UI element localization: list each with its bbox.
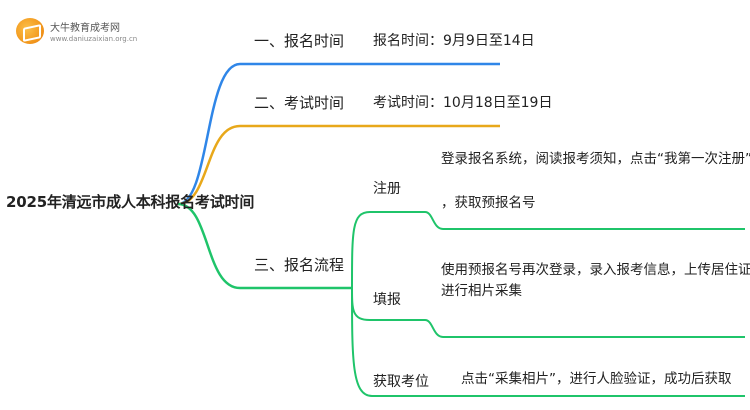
branch-detail-exam-time: 考试时间：10月18日至19日 xyxy=(373,95,553,111)
open-book-icon xyxy=(16,18,44,44)
site-logo: 大牛教育成考网 www.daniuzaixian.org.cn xyxy=(16,14,138,54)
branch-title-registration-time: 一、报名时间 xyxy=(254,32,345,50)
step-detail-fill-in-line-1: 使用预报名号再次登录，录入报考信息，上传居住证附件，填报志愿， xyxy=(441,262,750,278)
connector-step-1-detail xyxy=(424,211,745,230)
connector-branch-2 xyxy=(177,124,500,206)
step-name-get-seat: 获取考位 xyxy=(373,374,429,390)
step-detail-fill-in-line-2: 进行相片采集 xyxy=(441,283,522,299)
connector-step-3 xyxy=(351,287,745,397)
branch-title-registration-process: 三、报名流程 xyxy=(254,256,345,274)
step-detail-get-seat-line-1: 点击“采集相片”，进行人脸验证，成功后获取 xyxy=(461,371,732,387)
connector-branch-1 xyxy=(177,62,500,206)
connector-branch-3 xyxy=(177,202,352,290)
branch-detail-registration-time: 报名时间：9月9日至14日 xyxy=(373,33,535,49)
root-node: 2025年清远市成人本科报名考试时间 xyxy=(6,193,255,211)
step-name-fill-in: 填报 xyxy=(373,292,401,308)
branch-title-exam-time: 二、考试时间 xyxy=(254,94,345,112)
connector-step-2-detail xyxy=(424,319,745,338)
logo-title: 大牛教育成考网 xyxy=(50,23,120,34)
step-detail-register-line-1: 登录报名系统，阅读报考须知，点击“我第一次注册”，录入基本信息 xyxy=(441,151,750,167)
step-detail-register-line-2: ，获取预报名号 xyxy=(441,195,536,211)
connector-step-1 xyxy=(351,211,425,289)
step-name-register: 注册 xyxy=(373,181,401,197)
logo-url: www.daniuzaixian.org.cn xyxy=(50,35,138,43)
